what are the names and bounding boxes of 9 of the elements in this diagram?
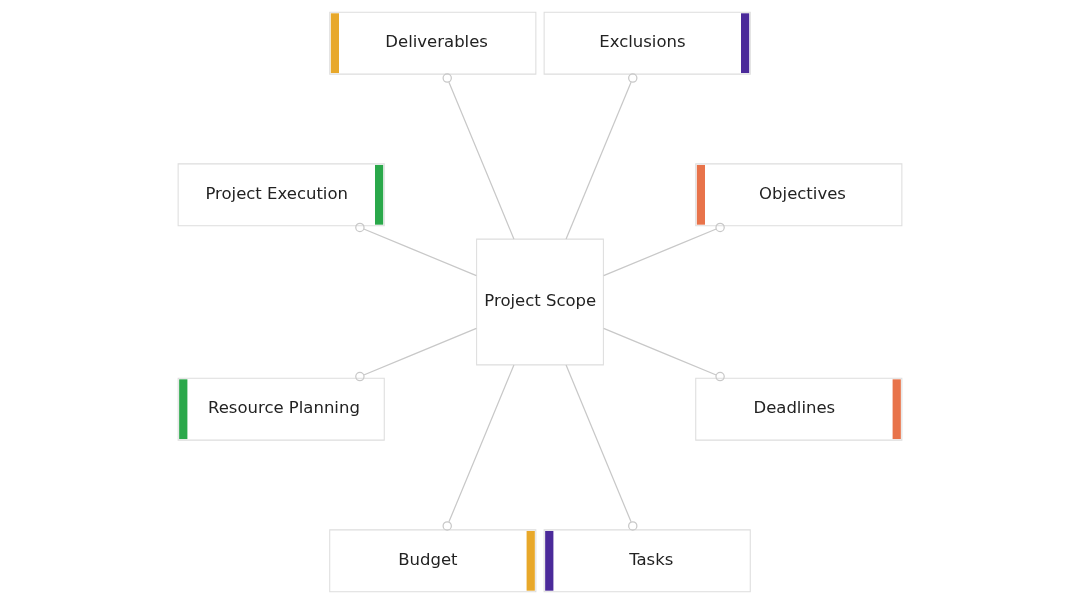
node-box: Project Scope (476, 238, 604, 366)
connector (603, 222, 725, 277)
connector (603, 327, 725, 382)
connector (355, 327, 477, 382)
connector (442, 364, 515, 531)
connector (565, 73, 638, 240)
connector (565, 364, 638, 531)
connector (442, 73, 515, 240)
connector (355, 222, 477, 277)
